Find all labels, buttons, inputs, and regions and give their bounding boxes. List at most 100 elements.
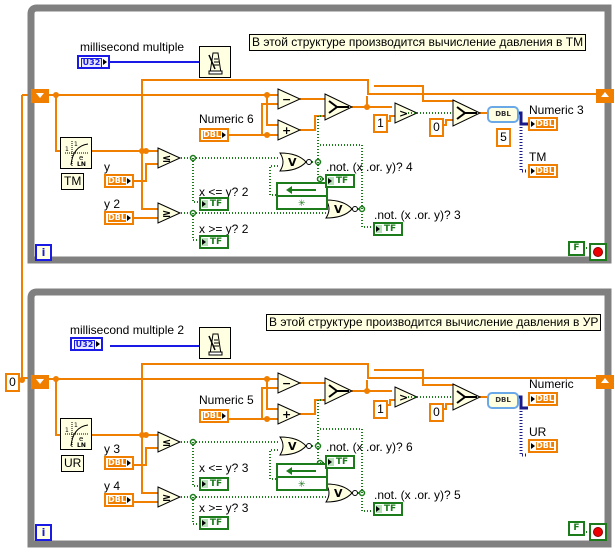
arrow-icon xyxy=(127,460,131,466)
nor-b-indicator[interactable]: TF xyxy=(373,222,403,236)
shift-register-left[interactable] xyxy=(31,89,49,103)
le-indicator-label: x <= y? 3 xyxy=(199,461,249,475)
const0-wire xyxy=(443,403,453,410)
y3-control[interactable]: DBL xyxy=(104,456,134,470)
out-tm-indicator[interactable]: DBL xyxy=(528,164,558,178)
out-tm-label: TM xyxy=(529,150,547,164)
shift-register-right[interactable] xyxy=(596,89,614,103)
arrow-icon xyxy=(103,59,107,65)
feedback-node[interactable]: ✳ xyxy=(276,463,328,491)
subtract-node-symbol: − xyxy=(282,377,291,390)
sub-to-add-wire xyxy=(266,95,278,126)
nor-a-indicator[interactable]: TF xyxy=(325,455,355,469)
feedback-arrow-icon: ✳ xyxy=(278,467,326,490)
svg-text:LN: LN xyxy=(77,442,86,449)
le-indicator[interactable]: TF xyxy=(199,477,229,491)
svg-text:1: 1 xyxy=(65,146,69,153)
dbl-type-label: DBL xyxy=(203,411,221,420)
wait-ms-multiple-function[interactable] xyxy=(199,327,231,359)
svg-text:e: e xyxy=(79,154,83,162)
less-equal-node xyxy=(157,431,182,453)
stop-condition-terminal[interactable] xyxy=(589,243,607,261)
tf-type-label: TF xyxy=(209,199,223,209)
wait-ms-multiple-function[interactable] xyxy=(199,46,231,78)
const-5[interactable]: 5 xyxy=(496,128,511,147)
shift-register-right[interactable] xyxy=(596,375,614,389)
coerce-dbl-node[interactable]: DBL xyxy=(487,392,519,409)
shift-register-init-const[interactable]: 0 xyxy=(5,373,20,392)
arrow-icon xyxy=(376,226,380,232)
numeric-6-control[interactable]: DBL xyxy=(199,128,229,142)
subtract-node xyxy=(277,88,302,110)
y-control[interactable]: DBL xyxy=(104,174,134,188)
y-wire xyxy=(134,447,158,466)
feedback-top-wire xyxy=(141,363,598,435)
const-1[interactable]: 1 xyxy=(373,400,388,419)
nor-gate-a-symbol: V xyxy=(288,440,297,453)
dbl-type-label: DBL xyxy=(536,119,554,128)
sr-to-subvi-wire xyxy=(55,379,60,436)
shift-register-left[interactable] xyxy=(31,375,49,389)
numeric-5-control[interactable]: DBL xyxy=(199,409,229,423)
arrow-icon xyxy=(531,168,535,174)
dbl-out-wire-b xyxy=(519,408,528,457)
tf-type-label: TF xyxy=(383,224,397,234)
numeric-to-sub-wire xyxy=(261,387,278,420)
le-ind-wire xyxy=(192,442,199,487)
arrow-icon xyxy=(222,132,226,138)
nor-gate-b-invert-bubble xyxy=(352,490,358,496)
const0-wire xyxy=(443,119,453,126)
stop-condition-terminal[interactable] xyxy=(589,523,607,541)
dbl-out-wire-b xyxy=(519,124,528,173)
nor-a-indicator[interactable]: TF xyxy=(325,174,355,188)
arrow-icon xyxy=(222,413,226,419)
const-0[interactable]: 0 xyxy=(429,118,444,137)
millisecond-multiple-control[interactable]: U32 xyxy=(77,55,110,69)
out-numeric-indicator[interactable]: DBL xyxy=(528,392,558,406)
stop-false-const[interactable]: F xyxy=(568,521,585,536)
nor-b-indicator[interactable]: TF xyxy=(373,502,403,516)
ge-indicator[interactable]: TF xyxy=(199,235,229,249)
coerce-dbl-node[interactable]: DBL xyxy=(487,106,519,123)
wait-control-label: millisecond multiple 2 xyxy=(70,323,185,337)
const-0[interactable]: 0 xyxy=(429,403,444,422)
greater-equal-node-symbol: ≥ xyxy=(162,491,171,504)
ge-indicator[interactable]: TF xyxy=(199,516,229,530)
nor-gate-b xyxy=(325,483,353,503)
stop-false-const[interactable]: F xyxy=(568,241,585,256)
arrow-icon xyxy=(202,201,206,207)
le-ind-wire xyxy=(192,158,199,203)
millisecond-multiple-control[interactable]: U32 xyxy=(70,337,103,351)
dbl-type-label: DBL xyxy=(108,176,126,185)
le-indicator[interactable]: TF xyxy=(199,197,229,211)
add-node-symbol: + xyxy=(282,408,291,421)
greater-equal-node xyxy=(157,202,182,224)
down-arrow-icon xyxy=(36,93,44,98)
y4-control[interactable]: DBL xyxy=(104,493,134,507)
ge-ind-wire xyxy=(192,497,199,525)
const-1[interactable]: 1 xyxy=(373,114,388,133)
arrow-icon xyxy=(127,215,131,221)
add-out-wire xyxy=(300,399,325,415)
feedback-node[interactable]: ✳ xyxy=(276,182,328,210)
ge-indicator-label: x >= y? 3 xyxy=(199,501,249,515)
nor-b-loop-wire xyxy=(320,428,363,493)
y2-control[interactable]: DBL xyxy=(104,211,134,225)
arrow-icon xyxy=(127,497,131,503)
add-node xyxy=(277,403,302,425)
less-equal-node-symbol: ≤ xyxy=(162,152,171,165)
nor-gate-b-invert-bubble xyxy=(352,206,358,212)
nor-gate-a-invert-bubble xyxy=(306,159,312,165)
metronome-icon xyxy=(208,333,223,356)
out-ur-indicator[interactable]: DBL xyxy=(528,439,558,453)
greater-node-symbol: > xyxy=(399,107,408,120)
tf-type-label: TF xyxy=(209,479,223,489)
nor-b-ind-wire xyxy=(358,492,373,512)
out-numeric-indicator[interactable]: DBL xyxy=(528,117,558,131)
add-out-wire xyxy=(300,115,325,131)
up-arrow-icon xyxy=(601,378,609,383)
y-wire xyxy=(134,163,158,182)
